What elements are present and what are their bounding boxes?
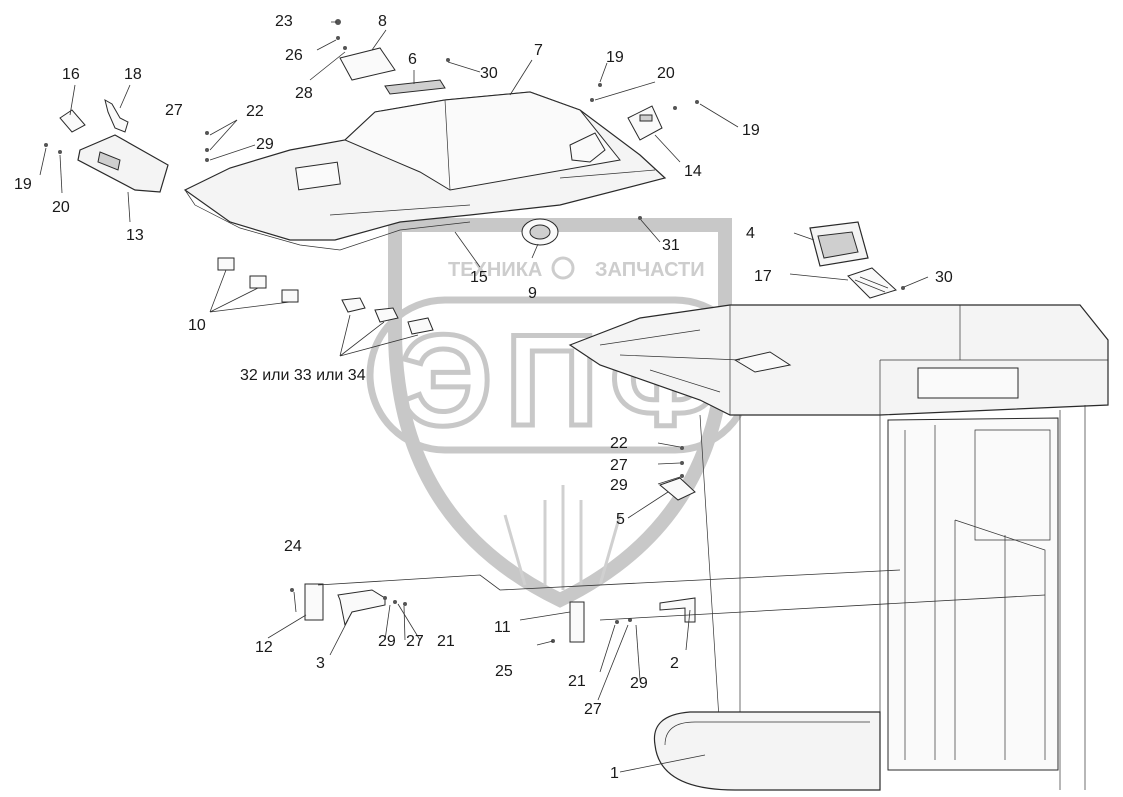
callout-22-roof: 22 xyxy=(246,103,264,120)
callout-10: 10 xyxy=(188,317,206,334)
callout-19-right: 19 xyxy=(742,122,760,139)
console-13-cutout xyxy=(97,151,121,171)
callout-21-hinge2: 21 xyxy=(568,673,586,690)
filter-17 xyxy=(847,267,897,299)
callout-18: 18 xyxy=(124,66,142,83)
console-13 xyxy=(77,134,169,193)
callout-30-roof: 30 xyxy=(480,65,498,82)
hinge-3 xyxy=(337,589,386,627)
callout-1: 1 xyxy=(610,765,619,782)
callout-28: 28 xyxy=(295,85,313,102)
callout-13: 13 xyxy=(126,227,144,244)
callout-12: 12 xyxy=(255,639,273,656)
plate-14-slot xyxy=(639,114,653,122)
cab-roof-opening xyxy=(733,351,792,373)
switch-18 xyxy=(104,98,129,133)
callout-2: 2 xyxy=(670,655,679,672)
callout-16: 16 xyxy=(62,66,80,83)
callout-20-right: 20 xyxy=(657,65,675,82)
callout-29-hinge2: 29 xyxy=(630,675,648,692)
callout-27-roof: 27 xyxy=(165,102,183,119)
vent-strip-6 xyxy=(384,79,446,95)
callout-11: 11 xyxy=(494,619,511,636)
cab-front-window-slot xyxy=(917,367,1019,399)
cab-door xyxy=(887,417,1059,771)
callout-19-left: 19 xyxy=(14,176,32,193)
callout-20-left: 20 xyxy=(52,199,70,216)
latch-10c xyxy=(281,289,299,303)
watermark-gear-icon xyxy=(551,256,575,280)
callout-26: 26 xyxy=(285,47,303,64)
callout-8: 8 xyxy=(378,13,387,30)
callout-labels: 1 2 3 4 5 6 7 8 9 10 11 12 13 14 15 16 1… xyxy=(14,13,953,782)
callout-27-hinge2: 27 xyxy=(584,701,602,718)
roof-vent-cover xyxy=(295,161,341,191)
callout-27-cab: 27 xyxy=(610,457,628,474)
roof-hatch-seal xyxy=(569,132,606,163)
callout-3: 3 xyxy=(316,655,325,672)
callout-17: 17 xyxy=(754,268,772,285)
frame-4-opening xyxy=(817,231,859,259)
watermark-wheat-icon xyxy=(503,485,622,590)
fasteners xyxy=(44,19,905,643)
callout-5: 5 xyxy=(616,511,625,528)
hinge-2 xyxy=(659,597,696,623)
bracket-5 xyxy=(659,477,696,501)
callout-14: 14 xyxy=(684,163,702,180)
plate-12 xyxy=(304,583,324,621)
watermark-letter-2: П xyxy=(505,307,598,453)
lamp-16 xyxy=(59,109,86,133)
callout-21-hinge3: 21 xyxy=(437,633,455,650)
plate-14 xyxy=(627,105,663,141)
callout-24: 24 xyxy=(284,538,302,555)
callout-29-roof: 29 xyxy=(256,136,274,153)
clip-32c xyxy=(407,317,434,335)
watermark: ТЕХНИКА ЗАПЧАСТИ Э П Ф xyxy=(366,218,754,608)
callout-15: 15 xyxy=(470,269,488,286)
callout-27-hinge3: 27 xyxy=(406,633,424,650)
ring-9-inner xyxy=(529,224,551,240)
roof-assembly xyxy=(183,91,667,251)
callout-29-hinge3: 29 xyxy=(378,633,396,650)
callout-22-cab: 22 xyxy=(610,435,628,452)
watermark-right-word: ЗАПЧАСТИ xyxy=(595,259,705,281)
callout-7: 7 xyxy=(534,42,543,59)
latch-10a xyxy=(217,257,235,271)
callout-31: 31 xyxy=(662,237,680,254)
latch-10b xyxy=(249,275,267,289)
watermark-left-word: ТЕХНИКА xyxy=(448,259,542,281)
callout-32-33-34: 32 или 33 или 34 xyxy=(240,367,366,384)
leader-lines xyxy=(39,21,1046,773)
watermark-shield-outline xyxy=(388,218,732,608)
hinge-11 xyxy=(569,601,585,643)
callout-23: 23 xyxy=(275,13,293,30)
clip-32b xyxy=(374,307,399,323)
cab-frame-1 xyxy=(568,304,1109,791)
cab-floor xyxy=(653,711,881,791)
clip-32a xyxy=(341,297,366,313)
callout-29-cab: 29 xyxy=(610,477,628,494)
plate-8 xyxy=(339,47,396,81)
callout-25: 25 xyxy=(495,663,513,680)
callout-6: 6 xyxy=(408,51,417,68)
callout-19-top: 19 xyxy=(606,49,624,66)
callout-4: 4 xyxy=(746,225,755,242)
callout-9: 9 xyxy=(528,285,537,302)
callout-30-filter: 30 xyxy=(935,269,953,286)
